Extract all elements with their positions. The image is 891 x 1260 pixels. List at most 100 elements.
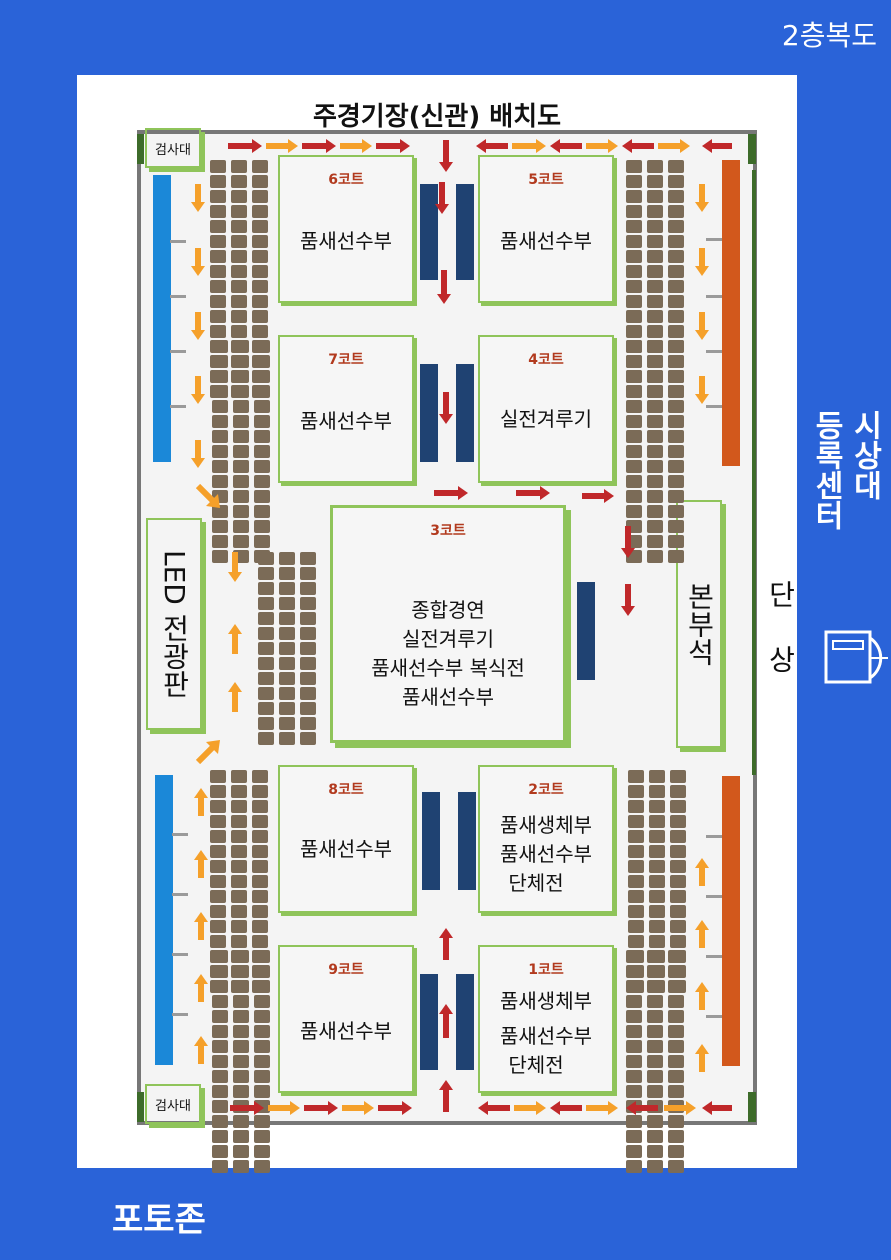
spectator-seats: [258, 552, 316, 745]
flow-arrow-up-icon: [194, 788, 208, 816]
flow-arrow-right-icon: [514, 1101, 546, 1115]
court-event: 품새선수부: [500, 229, 592, 253]
barrier-pole: [706, 238, 722, 241]
court-3: 3코트 종합경연 실전겨루기 품새선수부 복식전 품새선수부: [330, 505, 566, 743]
court-divider: [420, 974, 438, 1070]
flow-arrow-diagonal-icon: [195, 738, 222, 765]
court-event: 품새선수부: [300, 229, 392, 253]
court-event: 품새생체부: [500, 813, 592, 837]
hq-seat-label: 본부석: [683, 582, 716, 666]
hq-seat: 본부석: [676, 500, 722, 748]
barrier-pole: [172, 833, 188, 836]
court-label: 4코트: [528, 352, 564, 368]
court-divider: [577, 582, 595, 680]
court-4: 4코트 실전겨루기: [478, 335, 614, 483]
flow-arrow-down-icon: [439, 140, 453, 172]
flow-arrow-down-icon: [695, 312, 709, 340]
court-divider: [422, 792, 440, 890]
court-divider: [420, 184, 438, 280]
court-9: 9코트 품새선수부: [278, 945, 414, 1093]
court-divider: [420, 364, 438, 462]
court-event: 단체전: [508, 871, 564, 895]
wall-segment: [748, 134, 756, 164]
flow-arrow-up-icon: [439, 1080, 453, 1112]
flow-arrow-up-icon: [194, 850, 208, 878]
flow-arrow-right-icon: [340, 139, 372, 153]
flow-arrow-right-icon: [434, 486, 468, 500]
flow-arrow-right-icon: [342, 1101, 374, 1115]
flow-arrow-left-icon: [702, 1101, 732, 1115]
registration-line1: 시상대: [847, 410, 882, 500]
court-event: 실전겨루기: [402, 627, 494, 651]
court-event: 품새선수부: [300, 837, 392, 861]
court-label: 9코트: [328, 962, 364, 978]
court-1: 1코트 품새생체부 품새선수부 단체전: [478, 945, 614, 1093]
court-label: 6코트: [328, 172, 364, 188]
barrier-pole: [170, 350, 186, 353]
court-label: 8코트: [328, 782, 364, 798]
spectator-seats: [626, 340, 684, 563]
flow-arrow-right-icon: [378, 1101, 412, 1115]
court-divider: [456, 974, 474, 1070]
flow-arrow-right-icon: [516, 486, 550, 500]
flow-arrow-up-icon: [439, 1004, 453, 1038]
court-8: 8코트 품새선수부: [278, 765, 414, 913]
barrier-pole: [172, 953, 188, 956]
inspection-desk-top: 검사대: [145, 128, 201, 168]
court-event: 품새선수부: [300, 409, 392, 433]
flow-arrow-down-icon: [621, 584, 635, 616]
led-bar-bottom: [155, 775, 173, 1065]
flow-arrow-right-icon: [512, 139, 546, 153]
wall-segment: [752, 170, 756, 775]
flow-arrow-down-icon: [228, 552, 242, 582]
wall-segment: [137, 134, 144, 164]
court-event: 단체전: [508, 1053, 564, 1077]
court-label: 2코트: [528, 782, 564, 798]
court-event: 품새선수부: [500, 1024, 592, 1048]
court-7: 7코트 품새선수부: [278, 335, 414, 483]
inspection-desk-bottom: 검사대: [145, 1084, 201, 1124]
flow-arrow-up-icon: [194, 912, 208, 940]
flow-arrow-right-icon: [658, 139, 690, 153]
court-event: 품새선수부: [300, 1019, 392, 1043]
flow-arrow-right-icon: [586, 139, 618, 153]
court-event: 품새선수부: [402, 685, 494, 709]
flow-arrow-up-icon: [695, 1044, 709, 1072]
barrier-pole: [170, 295, 186, 298]
flow-arrow-down-icon: [695, 248, 709, 276]
court-6: 6코트 품새선수부: [278, 155, 414, 303]
flow-arrow-right-icon: [266, 139, 298, 153]
flow-arrow-right-icon: [664, 1101, 696, 1115]
flow-arrow-right-icon: [586, 1101, 618, 1115]
barrier-pole: [172, 893, 188, 896]
wall-segment: [137, 1092, 144, 1122]
corridor-label: 2층복도: [781, 19, 877, 52]
barrier-pole: [170, 240, 186, 243]
flow-arrow-down-icon: [621, 526, 635, 558]
podium-label: 단 상: [764, 580, 797, 687]
flow-arrow-right-icon: [302, 139, 336, 153]
flow-arrow-down-icon: [437, 270, 451, 304]
court-divider: [456, 184, 474, 280]
photo-zone-label: 포토존: [112, 1200, 206, 1240]
flow-arrow-up-icon: [194, 1036, 208, 1064]
flow-arrow-left-icon: [626, 1101, 658, 1115]
flow-arrow-right-icon: [228, 139, 262, 153]
court-5: 5코트 품새선수부: [478, 155, 614, 303]
barrier-pole: [172, 1013, 188, 1016]
led-board-label: LED 전광판: [158, 550, 191, 698]
flow-arrow-up-icon: [695, 858, 709, 886]
flow-arrow-down-icon: [191, 376, 205, 404]
flow-arrow-down-icon: [435, 182, 449, 214]
court-divider: [458, 792, 476, 890]
court-event: 종합경연: [411, 598, 485, 622]
court-event: 품새선수부 복식전: [371, 656, 525, 680]
podium-bar-bottom: [722, 776, 740, 1066]
barrier-pole: [706, 955, 722, 958]
flow-arrow-up-icon: [194, 974, 208, 1002]
flow-arrow-left-icon: [550, 1101, 582, 1115]
court-label: 7코트: [328, 352, 364, 368]
flow-arrow-down-icon: [695, 184, 709, 212]
court-label: 3코트: [430, 523, 466, 539]
flow-arrow-down-icon: [439, 392, 453, 424]
